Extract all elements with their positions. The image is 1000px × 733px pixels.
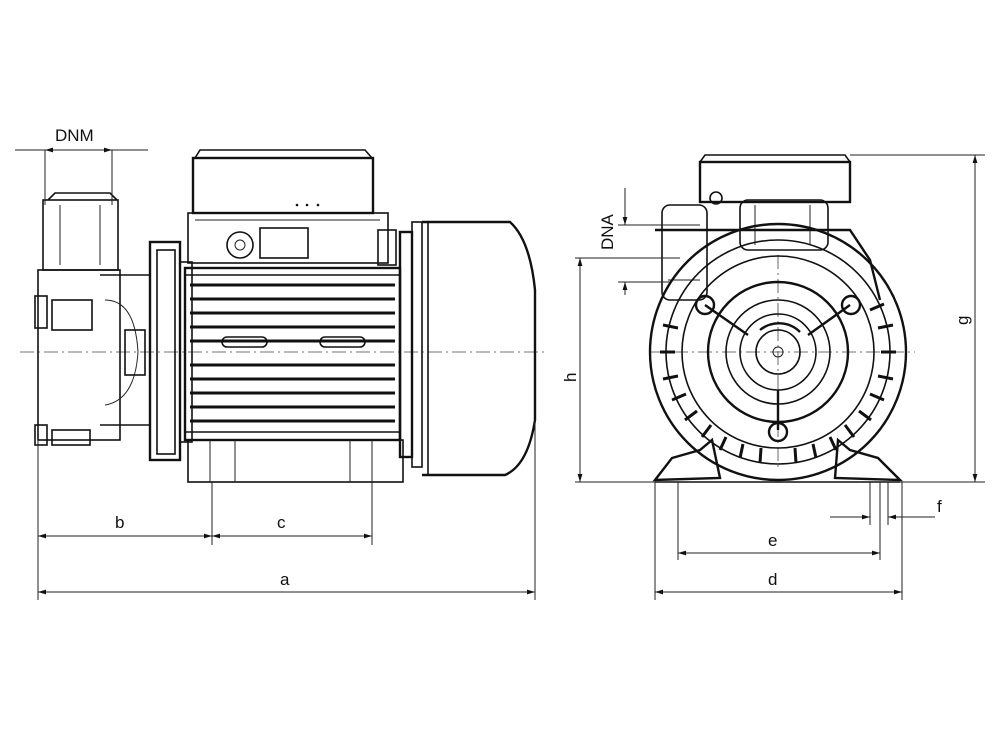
side-dimensions	[15, 147, 536, 600]
label-b: b	[115, 513, 124, 532]
front-terminal-box	[698, 154, 852, 205]
side-view: DNM b c a	[15, 126, 545, 600]
front-view: DNA h g e f d	[561, 154, 985, 600]
label-g: g	[953, 316, 972, 325]
label-dnm: DNM	[55, 126, 94, 145]
label-d: d	[768, 570, 777, 589]
label-h: h	[561, 373, 580, 382]
terminal-box	[187, 149, 397, 266]
front-feet	[652, 437, 903, 483]
front-casing	[648, 222, 908, 482]
label-a: a	[280, 570, 290, 589]
motor-body	[183, 266, 404, 483]
front-ports	[661, 199, 829, 301]
label-e: e	[768, 531, 777, 550]
flange	[148, 240, 193, 462]
front-dimensions	[575, 154, 985, 600]
label-dna: DNA	[598, 213, 617, 250]
pump-head	[34, 192, 151, 446]
fan-cover	[398, 220, 537, 477]
label-c: c	[277, 513, 286, 532]
label-f: f	[937, 497, 942, 516]
